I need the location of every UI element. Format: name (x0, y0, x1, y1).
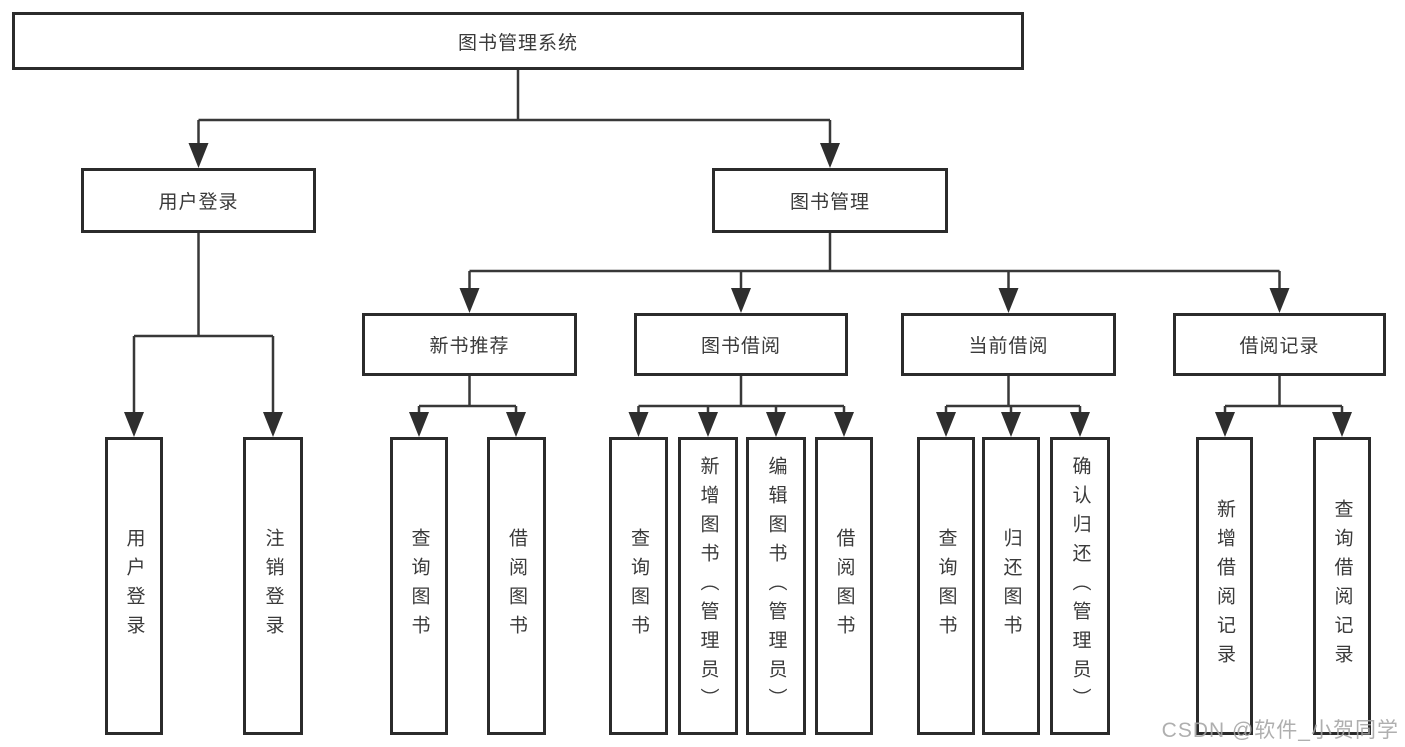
leaf-add-books-admin-label: 新增图书（管理员） (697, 455, 719, 717)
arrowhead (506, 412, 526, 437)
leaf-logout-login-label: 注销登录 (262, 528, 284, 644)
leaf-query-books-current-label: 查询图书 (935, 528, 957, 644)
leaf-add-books-admin: 新增图书（管理员） (678, 437, 738, 735)
arrowhead (124, 412, 144, 437)
leaf-add-borrow-record-label: 新增借阅记录 (1214, 499, 1235, 673)
connector-book-management-children (468, 231, 1281, 291)
leaf-return-books: 归还图书 (982, 437, 1040, 735)
leaf-query-books-borrow-label: 查询图书 (628, 528, 649, 644)
node-borrow-records: 借阅记录 (1173, 313, 1386, 376)
arrowhead (766, 412, 786, 437)
arrowhead (1001, 412, 1021, 437)
leaf-query-borrow-record-label: 查询借阅记录 (1331, 499, 1353, 673)
leaf-add-borrow-record: 新增借阅记录 (1196, 437, 1253, 735)
arrowhead (1215, 412, 1235, 437)
connector-book-borrow-children (637, 374, 846, 415)
connector-current-borrow-children (944, 374, 1082, 415)
leaf-confirm-return-admin: 确认归还（管理员） (1050, 437, 1110, 735)
node-user-login: 用户登录 (81, 168, 316, 233)
leaf-return-books-label: 归还图书 (1000, 528, 1022, 644)
leaf-borrow-books-recommend: 借阅图书 (487, 437, 546, 735)
leaf-logout-login: 注销登录 (243, 437, 303, 735)
arrowhead (834, 412, 854, 437)
leaf-edit-books-admin: 编辑图书（管理员） (746, 437, 806, 735)
arrowhead (731, 288, 751, 313)
node-book-borrow: 图书借阅 (634, 313, 848, 376)
node-new-book-recommend-label: 新书推荐 (429, 336, 510, 357)
leaf-borrow-books-borrow-label: 借阅图书 (833, 528, 855, 644)
leaf-query-books-borrow: 查询图书 (609, 437, 668, 735)
arrowhead (820, 143, 840, 168)
arrowhead (998, 288, 1019, 313)
leaf-borrow-books-recommend-label: 借阅图书 (506, 528, 527, 644)
node-book-borrow-label: 图书借阅 (700, 336, 781, 357)
arrowhead (628, 412, 649, 437)
node-current-borrow: 当前借阅 (901, 313, 1116, 376)
node-new-book-recommend: 新书推荐 (362, 313, 577, 376)
connector-borrow-records-children (1223, 374, 1344, 415)
node-book-management-label: 图书管理 (789, 192, 870, 213)
arrowhead (698, 412, 718, 437)
connector-new-book-recommend-children (417, 374, 518, 415)
leaf-query-books-recommend-label: 查询图书 (408, 528, 430, 644)
arrowhead (1332, 412, 1352, 437)
arrowheads (124, 143, 1352, 437)
connector-user-login-children (132, 231, 275, 415)
leaf-query-books-recommend: 查询图书 (390, 437, 448, 735)
connector-root-to-level2 (197, 69, 832, 146)
node-root: 图书管理系统 (12, 12, 1024, 70)
arrowhead (1070, 412, 1090, 437)
arrowhead (1269, 288, 1290, 313)
node-borrow-records-label: 借阅记录 (1239, 336, 1320, 357)
node-current-borrow-label: 当前借阅 (968, 336, 1049, 357)
arrowhead (409, 412, 429, 437)
arrowhead (936, 412, 956, 437)
leaf-query-borrow-record: 查询借阅记录 (1313, 437, 1371, 735)
node-book-management: 图书管理 (712, 168, 948, 233)
node-root-label: 图书管理系统 (457, 32, 578, 54)
leaf-user-login: 用户登录 (105, 437, 163, 735)
arrowhead (459, 288, 480, 313)
arrowhead (263, 412, 283, 437)
csdn-watermark: CSDN @软件_小贺同学 (1161, 719, 1399, 742)
leaf-borrow-books-borrow: 借阅图书 (815, 437, 873, 735)
arrowhead (188, 143, 209, 168)
leaf-edit-books-admin-label: 编辑图书（管理员） (765, 455, 787, 717)
leaf-confirm-return-admin-label: 确认归还（管理员） (1069, 455, 1091, 717)
node-user-login-label: 用户登录 (158, 192, 239, 213)
leaf-query-books-current: 查询图书 (917, 437, 975, 735)
leaf-user-login-label: 用户登录 (123, 528, 145, 644)
